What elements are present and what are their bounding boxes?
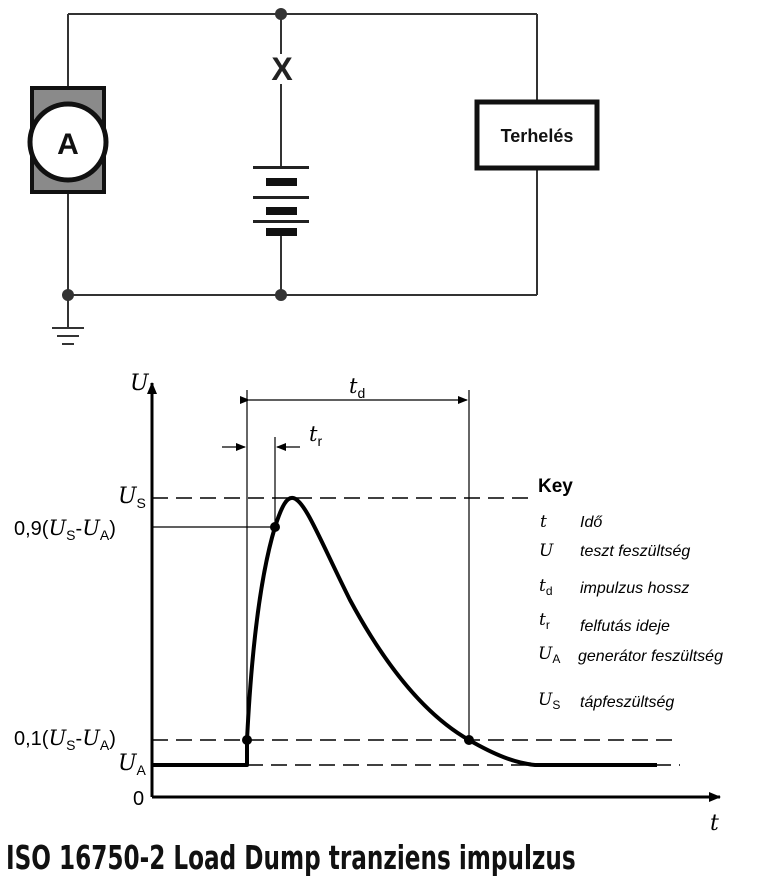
tr-label: tr: [309, 422, 322, 449]
switch-x-label: X: [271, 51, 293, 87]
level-09-s1: S: [66, 527, 75, 543]
battery-icon: [253, 166, 309, 236]
origin-label: 0: [133, 788, 144, 810]
key-item-4-sub: A: [552, 652, 560, 666]
circuit: [67, 13, 538, 328]
junction-dots: [62, 8, 287, 301]
x-axis-label: t: [710, 811, 719, 836]
level-01-label: 0,1(US-UA): [14, 726, 116, 753]
tr-label-sub: r: [317, 433, 322, 449]
tr-label-main: t: [309, 422, 318, 446]
us-label: US: [118, 484, 146, 511]
key-item-u-desc: teszt feszültség: [580, 543, 690, 560]
key-item-u-symbol: U: [539, 541, 554, 561]
key-item-us-symbol: US: [538, 690, 560, 712]
key-item-t-desc: Idő: [580, 514, 603, 531]
key-item-2-sym: t: [539, 576, 546, 596]
level-09-u2: U: [82, 516, 101, 540]
load-box: Terhelés: [474, 99, 600, 171]
load-label: Terhelés: [501, 126, 574, 146]
pulse-markers: [242, 522, 474, 745]
level-01-s2: A: [100, 737, 110, 753]
key-item-5-sub: S: [552, 698, 560, 712]
level-09-suffix: ): [109, 518, 116, 540]
marker-10-percent-rise: [242, 735, 252, 745]
key-item-t-symbol: t: [540, 512, 547, 532]
level-09-prefix: 0,9(: [14, 518, 49, 540]
figure-caption: ISO 16750-2 Load Dump tranziens impulzus: [6, 838, 576, 877]
key-item-5-sym: U: [538, 690, 553, 710]
td-label-main: t: [349, 374, 358, 398]
ammeter-icon: A: [27, 86, 109, 194]
level-01-prefix: 0,1(: [14, 728, 49, 750]
key-item-3-sym: t: [539, 610, 546, 630]
key-item-2-sub: d: [546, 584, 553, 598]
level-09-s2: A: [100, 527, 110, 543]
level-09-u1: U: [48, 516, 67, 540]
us-label-sub: S: [137, 495, 146, 511]
marker-90-percent-rise: [270, 522, 280, 532]
ammeter-label: A: [57, 128, 79, 161]
key-item-td-symbol: td: [539, 576, 553, 598]
level-01-suffix: ): [109, 728, 116, 750]
ua-label-sub: A: [137, 762, 147, 778]
key-title: Key: [538, 476, 573, 497]
ua-label: UA: [118, 751, 147, 778]
key-item-us-desc: tápfeszültség: [580, 694, 674, 711]
level-01-s1: S: [66, 737, 75, 753]
key-item-tr-symbol: tr: [539, 610, 550, 632]
level-01-dash: -: [76, 728, 83, 750]
level-01-u2: U: [82, 726, 101, 750]
td-label: td: [349, 374, 365, 401]
key-item-0-sym: t: [540, 512, 547, 532]
level-09-label: 0,9(US-UA): [14, 516, 116, 543]
ua-label-main: U: [118, 751, 138, 776]
key-item-ua-symbol: UA: [538, 644, 560, 666]
ground-icon: [52, 327, 84, 345]
key-item-4-sym: U: [538, 644, 553, 664]
key-item-3-sub: r: [546, 618, 550, 632]
key-item-1-sym: U: [539, 541, 554, 561]
level-01-u1: U: [48, 726, 67, 750]
y-axis-label: U: [130, 371, 150, 396]
marker-10-percent-fall: [464, 735, 474, 745]
key-item-ua-desc: generátor feszültség: [578, 648, 723, 665]
level-09-dash: -: [76, 518, 83, 540]
key-item-tr-desc: felfutás ideje: [580, 618, 670, 635]
key-list: t Idő U teszt feszültség td impulzus hos…: [538, 512, 723, 712]
us-label-main: U: [118, 484, 138, 509]
td-label-sub: d: [357, 385, 365, 401]
key-item-td-desc: impulzus hossz: [580, 580, 689, 597]
